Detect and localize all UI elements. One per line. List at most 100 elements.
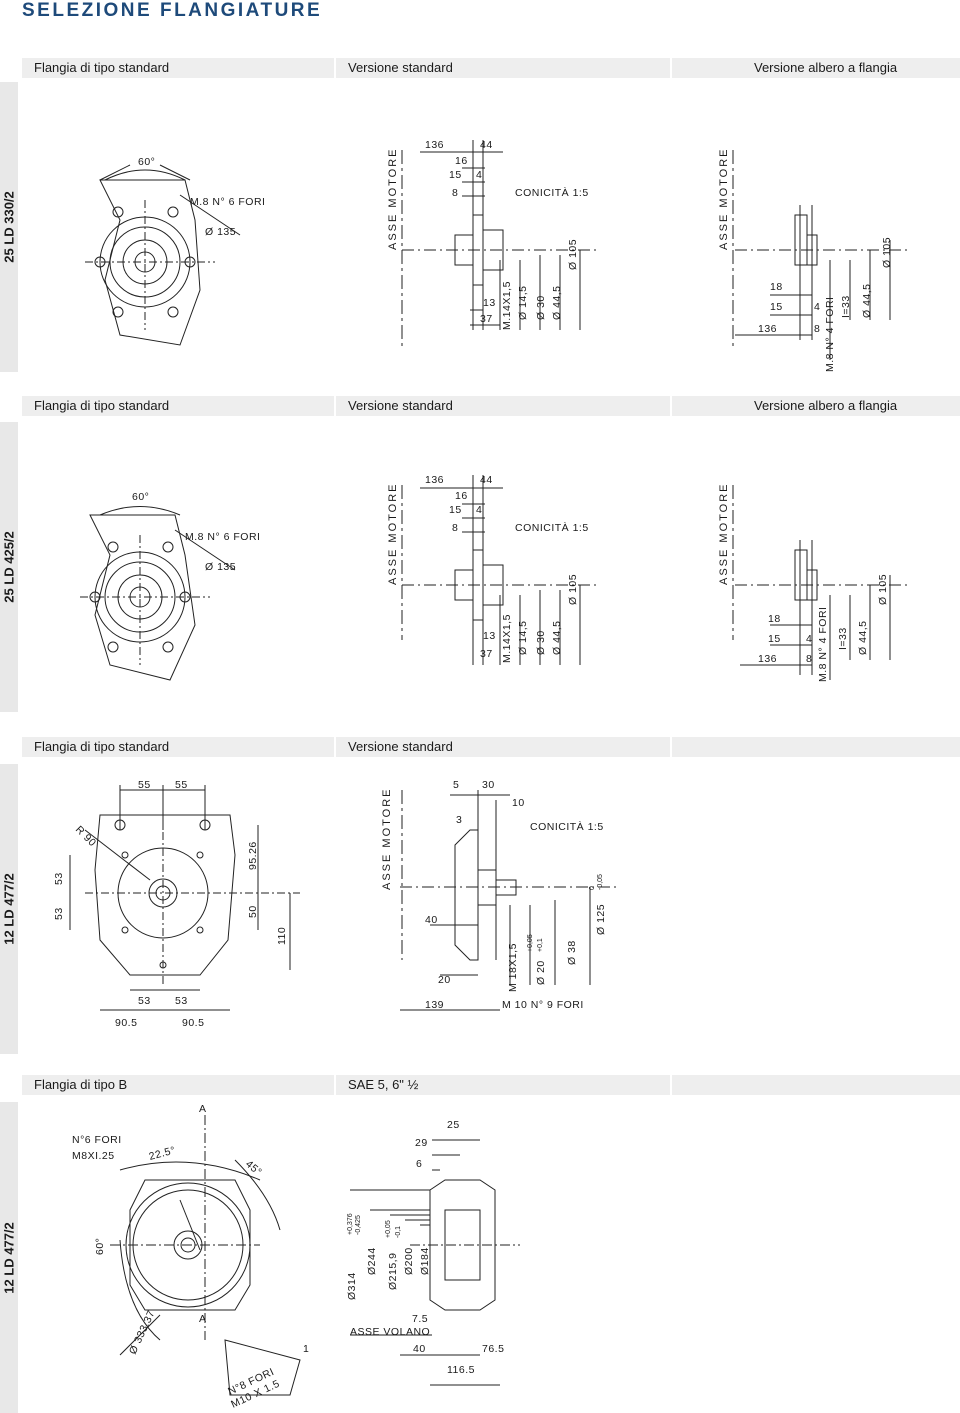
dim-13: 13 xyxy=(483,630,496,642)
section1-header: Flangia di tipo standard Versione standa… xyxy=(22,58,960,78)
dim-15: 15 xyxy=(449,169,462,181)
asse-motore: ASSE MOTORE xyxy=(718,483,730,585)
dim-44: 44 xyxy=(480,139,493,151)
diam-20: Ø 20 xyxy=(535,960,547,985)
flange-standard-drawing xyxy=(69,785,300,1011)
holes-label: M.8 N° 4 FORI xyxy=(817,607,829,682)
holes-label: M.8 N° 4 FORI xyxy=(824,297,836,372)
sae-dim-116: 116.5 xyxy=(447,1364,475,1376)
section2-drawings: 60° M.8 N° 6 FORI Ø 135 ASSE MOTORE 136 … xyxy=(80,474,910,682)
header-empty xyxy=(672,737,960,757)
sae-dim-6: 6 xyxy=(416,1158,422,1170)
dim-8: 8 xyxy=(452,522,458,534)
holes-label: M 10 N° 9 FORI xyxy=(502,999,584,1011)
flange-holes: M.8 N° 6 FORI xyxy=(185,531,260,543)
diam-105-label: Ø 105 xyxy=(881,237,893,268)
dim-136: 136 xyxy=(758,323,777,335)
dim-3: 3 xyxy=(456,814,462,826)
flange-diameter: Ø 135 xyxy=(205,561,236,573)
dim-53-bottom-b: 53 xyxy=(175,995,188,1007)
dim-4: 4 xyxy=(814,301,820,313)
section3-sidebar: 12 LD 477/2 xyxy=(0,764,18,1054)
section4-sidebar: 12 LD 477/2 xyxy=(0,1102,18,1413)
header-shaft: Versione albero a flangia xyxy=(672,396,960,416)
std-version-drawing xyxy=(402,475,600,665)
asse-volano: ASSE VOLANO xyxy=(350,1326,430,1338)
sae-dim-76: 76.5 xyxy=(482,1343,504,1355)
dim-55b: 55 xyxy=(175,779,188,791)
sae-flange-drawing xyxy=(350,1139,520,1386)
tol-20-lower: +0,1 xyxy=(537,938,544,952)
dim-16: 16 xyxy=(455,490,468,502)
diam-30: Ø 30 xyxy=(535,630,547,655)
section3-header: Flangia di tipo standard Versione standa… xyxy=(22,737,960,757)
header-flange: Flangia di tipo standard xyxy=(22,58,334,78)
shaft-version-drawing xyxy=(735,205,910,360)
tol-314-upper: +0,376 xyxy=(347,1213,354,1235)
dim-44: 44 xyxy=(480,474,493,486)
header-std: Versione standard xyxy=(336,58,670,78)
dim-90a: 90.5 xyxy=(115,1017,137,1029)
tol-215-upper: +0,05 xyxy=(385,1220,392,1238)
header-sae: SAE 5, 6" ½ xyxy=(336,1075,670,1095)
dim-53-bottom-a: 53 xyxy=(138,995,151,1007)
flange-type-b-drawing xyxy=(110,1115,301,1396)
dim-139: 139 xyxy=(425,999,444,1011)
header-std: Versione standard xyxy=(336,737,670,757)
diam-125: Ø 125 xyxy=(595,904,607,935)
diam-m18: M 18X1,5 xyxy=(507,943,519,992)
thread-label: M8XI.25 xyxy=(72,1150,115,1162)
dim-13: 13 xyxy=(483,297,496,309)
section3-drawings: 55 55 R 90 53 53 95.26 50 110 53 53 90.5… xyxy=(53,779,620,1029)
section4-header: Flangia di tipo B SAE 5, 6" ½ xyxy=(22,1075,960,1095)
tol-215-lower: -0,1 xyxy=(395,1226,402,1238)
tol-314-lower: -0,425 xyxy=(355,1215,362,1235)
flange-standard-drawing xyxy=(85,164,241,346)
conicita: CONICITÀ 1:5 xyxy=(515,521,589,534)
conicita: CONICITÀ 1:5 xyxy=(530,820,604,833)
dim-20: 20 xyxy=(438,974,451,986)
diam-44-label: Ø 44,5 xyxy=(861,283,873,318)
dim-16: 16 xyxy=(455,155,468,167)
dim-55a: 55 xyxy=(138,779,151,791)
diam-38: Ø 38 xyxy=(566,940,578,965)
dim-18: 18 xyxy=(770,281,783,293)
dim-136: 136 xyxy=(758,653,777,665)
flange-diameter: Ø 135 xyxy=(205,226,236,238)
label-one: 1 xyxy=(303,1343,309,1355)
flange-standard-drawing xyxy=(80,506,236,681)
sae-diam-200: Ø200 xyxy=(403,1247,415,1275)
flange-angle: 60° xyxy=(138,156,155,168)
dim-4: 4 xyxy=(476,504,482,516)
section-a-top: A xyxy=(199,1103,207,1115)
dim-8: 8 xyxy=(452,187,458,199)
diameter-333: Ø 333.37 xyxy=(127,1308,158,1356)
flange-holes: M.8 N° 6 FORI xyxy=(190,196,265,208)
tol-125-lower: -0,05 xyxy=(597,874,604,890)
diam-105-label: Ø 105 xyxy=(877,574,889,605)
dim-110: 110 xyxy=(276,927,288,945)
diam-14: Ø 14,5 xyxy=(517,620,529,655)
sae-diam-184: Ø184 xyxy=(419,1247,431,1275)
diam-44: Ø 44,5 xyxy=(551,620,563,655)
angle-45: 45° xyxy=(243,1158,264,1178)
dim-136: 136 xyxy=(425,474,444,486)
shaft-version-drawing xyxy=(735,540,910,680)
dim-136: 136 xyxy=(425,139,444,151)
section1-sidebar: 25 LD 330/2 xyxy=(0,82,18,372)
tol-20-upper: +0,05 xyxy=(527,934,534,952)
asse-motore: ASSE MOTORE xyxy=(387,148,399,250)
i33-label: I=33 xyxy=(840,295,852,318)
dim-37: 37 xyxy=(480,313,493,325)
diam-14: Ø 14,5 xyxy=(517,285,529,320)
sae-dim-25: 25 xyxy=(447,1119,460,1131)
dim-40: 40 xyxy=(425,914,438,926)
sae-dim-7: 7.5 xyxy=(412,1313,428,1325)
dim-10: 10 xyxy=(512,797,525,809)
holes-label: N°6 FORI xyxy=(72,1134,122,1146)
std-version-drawing xyxy=(402,140,600,330)
dim-15: 15 xyxy=(768,633,781,645)
sae-dim-40: 40 xyxy=(413,1343,426,1355)
angle-60: 60° xyxy=(94,1238,106,1255)
